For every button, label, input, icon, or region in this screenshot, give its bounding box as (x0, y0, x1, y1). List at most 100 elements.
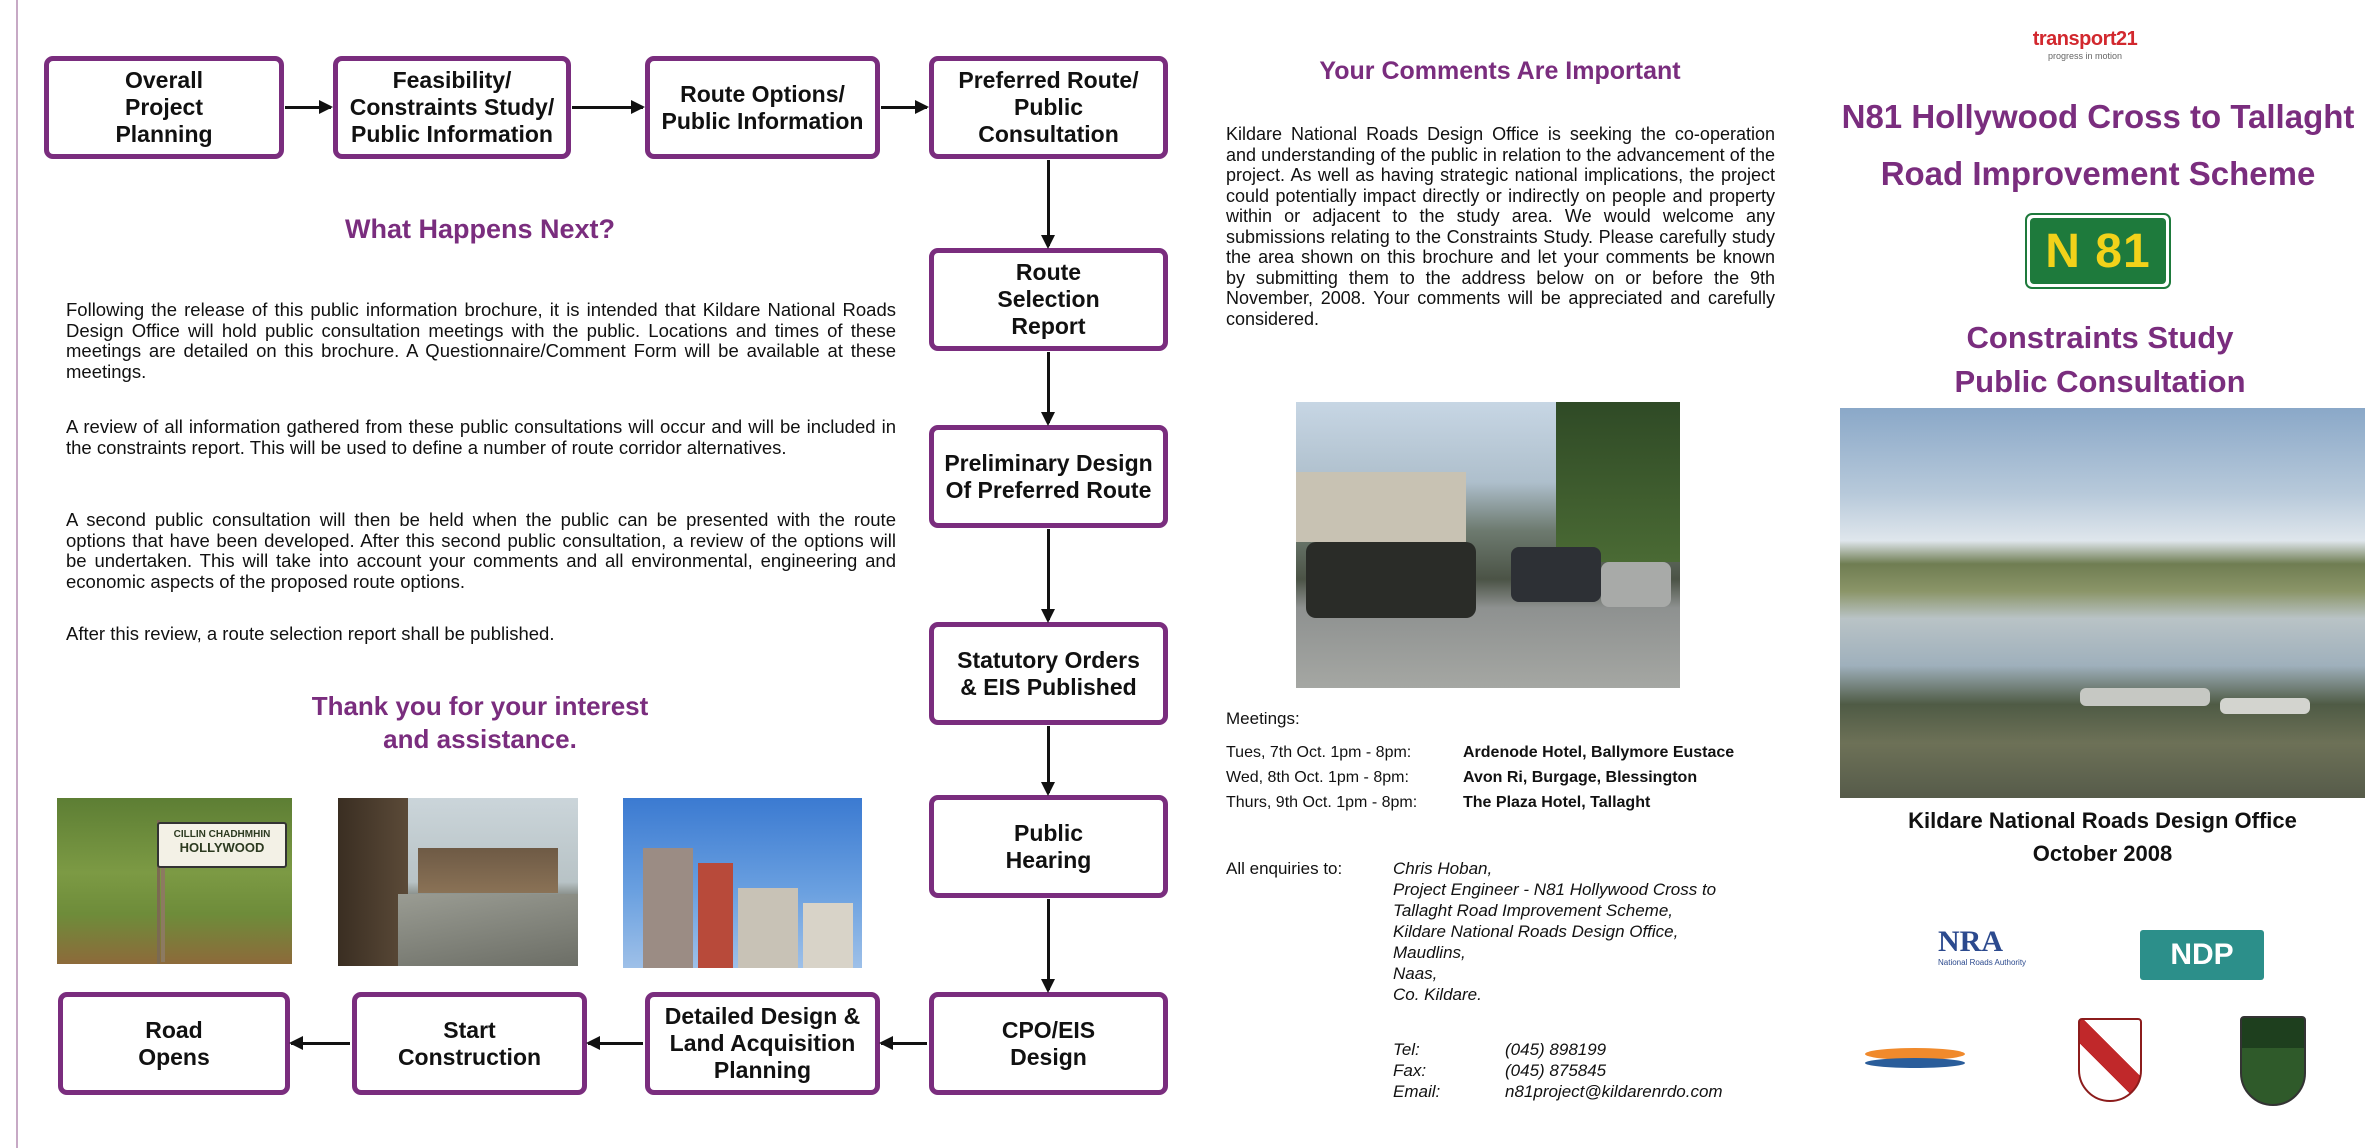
cover-title: N81 Hollywood Cross to Tallaght Road Imp… (1818, 88, 2378, 202)
wicklow-county-crest (2240, 1016, 2306, 1106)
hollywood-sign-photo: CILLIN CHADHMHIN HOLLYWOOD (57, 798, 292, 964)
ndp-logo: NDP (2140, 930, 2264, 980)
enquiries-address: Chris Hoban, Project Engineer - N81 Holl… (1393, 858, 1793, 1005)
n81-road-sign: N 81 (2025, 213, 2171, 289)
contact-row: Email: n81project@kildarenrdo.com (1393, 1081, 1793, 1102)
meetings-label: Meetings: (1226, 709, 1300, 728)
sign-post (161, 822, 165, 962)
contact-row: Fax: (045) 875845 (1393, 1060, 1793, 1081)
thanks-line: and assistance. (383, 724, 577, 754)
address-line: Maudlins, (1393, 943, 1466, 962)
what-next-paragraph: After this review, a route selection rep… (66, 623, 555, 644)
meeting-row: Wed, 8th Oct. 1pm - 8pm: Avon Ri, Burgag… (1226, 765, 1786, 790)
flow-step-overall-planning: Overall Project Planning (44, 56, 284, 159)
tel-value: (045) 898199 (1505, 1040, 1607, 1059)
brochure-border (16, 0, 2379, 1148)
kildare-county-crest (2078, 1018, 2142, 1102)
cover-title-line: N81 Hollywood Cross to Tallaght (1841, 98, 2355, 135)
building (698, 863, 733, 968)
flow-step-preferred-route: Preferred Route/ Public Consultation (929, 56, 1168, 159)
car (1306, 542, 1476, 618)
road-sign-label: N 81 (2030, 218, 2166, 284)
building (803, 903, 853, 968)
flow-arrow (1041, 529, 1055, 623)
flow-step-detailed-design: Detailed Design & Land Acquisition Plann… (645, 992, 880, 1095)
sign-english-name: HOLLYWOOD (179, 840, 265, 855)
fax-value: (045) 875845 (1505, 1061, 1607, 1080)
flow-step-cpo-eis: CPO/EIS Design (929, 992, 1168, 1095)
flow-arrow (586, 1036, 643, 1050)
meeting-row: Tues, 7th Oct. 1pm - 8pm: Ardenode Hotel… (1226, 740, 1786, 765)
thanks-message: Thank you for your interest and assistan… (240, 690, 720, 756)
flow-arrow (572, 100, 645, 114)
traffic-photo (1296, 402, 1680, 688)
what-next-heading: What Happens Next? (344, 214, 616, 244)
car (1511, 547, 1601, 602)
meeting-venue: Avon Ri, Burgage, Blessington (1463, 769, 1698, 786)
tree-trunk (338, 798, 408, 966)
cover-office: Kildare National Roads Design Office Oct… (1840, 804, 2365, 870)
address-line: Chris Hoban, (1393, 859, 1493, 878)
boat (2220, 698, 2310, 714)
cover-title-line: Road Improvement Scheme (1880, 155, 2316, 192)
comments-body: Kildare National Roads Design Office is … (1226, 124, 1775, 329)
contact-row: Tel: (045) 898199 (1393, 1039, 1793, 1060)
trees (1556, 402, 1680, 562)
comments-heading: Your Comments Are Important (1319, 57, 1681, 85)
flow-step-feasibility: Feasibility/ Constraints Study/ Public I… (333, 56, 571, 159)
flow-step-start-construction: Start Construction (352, 992, 587, 1095)
contact-details: Tel: (045) 898199 Fax: (045) 875845 Email:… (1393, 1039, 1793, 1102)
lake-landscape-photo (1840, 408, 2365, 798)
cover-subtitle-line: Constraints Study (1966, 320, 2234, 355)
publication-date: October 2008 (2032, 841, 2173, 866)
boat (2080, 688, 2210, 706)
building (1296, 472, 1466, 542)
cover-subtitle: Constraints Study Public Consultation (1840, 316, 2360, 404)
what-next-paragraph: Following the release of this public inf… (66, 299, 896, 382)
enquiries-label: All enquiries to: (1226, 859, 1343, 878)
meeting-venue: The Plaza Hotel, Tallaght (1463, 794, 1651, 811)
contact-label: Email: (1393, 1082, 1441, 1101)
transport21-tagline: progress in motion (2047, 51, 2123, 61)
what-next-paragraph: A second public consultation will then b… (66, 509, 896, 592)
flow-step-statutory-orders: Statutory Orders & EIS Published (929, 622, 1168, 725)
flow-arrow (1041, 899, 1055, 993)
address-line: Kildare National Roads Design Office, (1393, 922, 1679, 941)
flow-arrow (1041, 352, 1055, 426)
street-photo (338, 798, 578, 966)
address-line: Naas, (1393, 964, 1438, 983)
hollywood-sign: CILLIN CHADHMHIN HOLLYWOOD (157, 822, 287, 868)
meeting-date: Tues, 7th Oct. 1pm - 8pm: (1226, 744, 1412, 761)
flow-step-route-selection: Route Selection Report (929, 248, 1168, 351)
office-name: Kildare National Roads Design Office (1908, 808, 2297, 833)
meeting-row: Thurs, 9th Oct. 1pm - 8pm: The Plaza Hot… (1226, 790, 1786, 815)
flow-arrow (285, 100, 333, 114)
flow-arrow (1041, 160, 1055, 249)
meetings-list: Tues, 7th Oct. 1pm - 8pm: Ardenode Hotel… (1226, 740, 1786, 815)
building (738, 888, 798, 968)
contact-label: Tel: (1393, 1040, 1420, 1059)
contact-label: Fax: (1393, 1061, 1427, 1080)
flow-step-preliminary-design: Preliminary Design Of Preferred Route (929, 425, 1168, 528)
sign-irish-name: CILLIN CHADHMHIN (173, 829, 271, 840)
what-next-paragraph: A review of all information gathered fro… (66, 416, 896, 458)
flow-step-public-hearing: Public Hearing (929, 795, 1168, 898)
meeting-venue: Ardenode Hotel, Ballymore Eustace (1463, 744, 1735, 761)
address-line: Project Engineer - N81 Hollywood Cross t… (1393, 880, 1717, 899)
flow-arrow (879, 1036, 927, 1050)
transport21-wordmark: transport21 (2032, 28, 2138, 50)
email-value[interactable]: n81project@kildarenrdo.com (1505, 1082, 1723, 1101)
nra-logo: NRA National Roads Authority (1938, 926, 2028, 982)
thanks-line: Thank you for your interest (311, 691, 649, 721)
building (418, 848, 558, 893)
flow-arrow (1041, 726, 1055, 796)
building (643, 848, 693, 968)
flow-arrow (289, 1036, 350, 1050)
flow-step-route-options: Route Options/ Public Information (645, 56, 880, 159)
nra-subtitle: National Roads Authority (1938, 958, 2027, 967)
cover-subtitle-line: Public Consultation (1954, 364, 2246, 399)
nra-wordmark: NRA (1938, 925, 2003, 958)
tallaght-buildings-photo (623, 798, 862, 968)
flow-arrow (881, 100, 929, 114)
car (1601, 562, 1671, 607)
